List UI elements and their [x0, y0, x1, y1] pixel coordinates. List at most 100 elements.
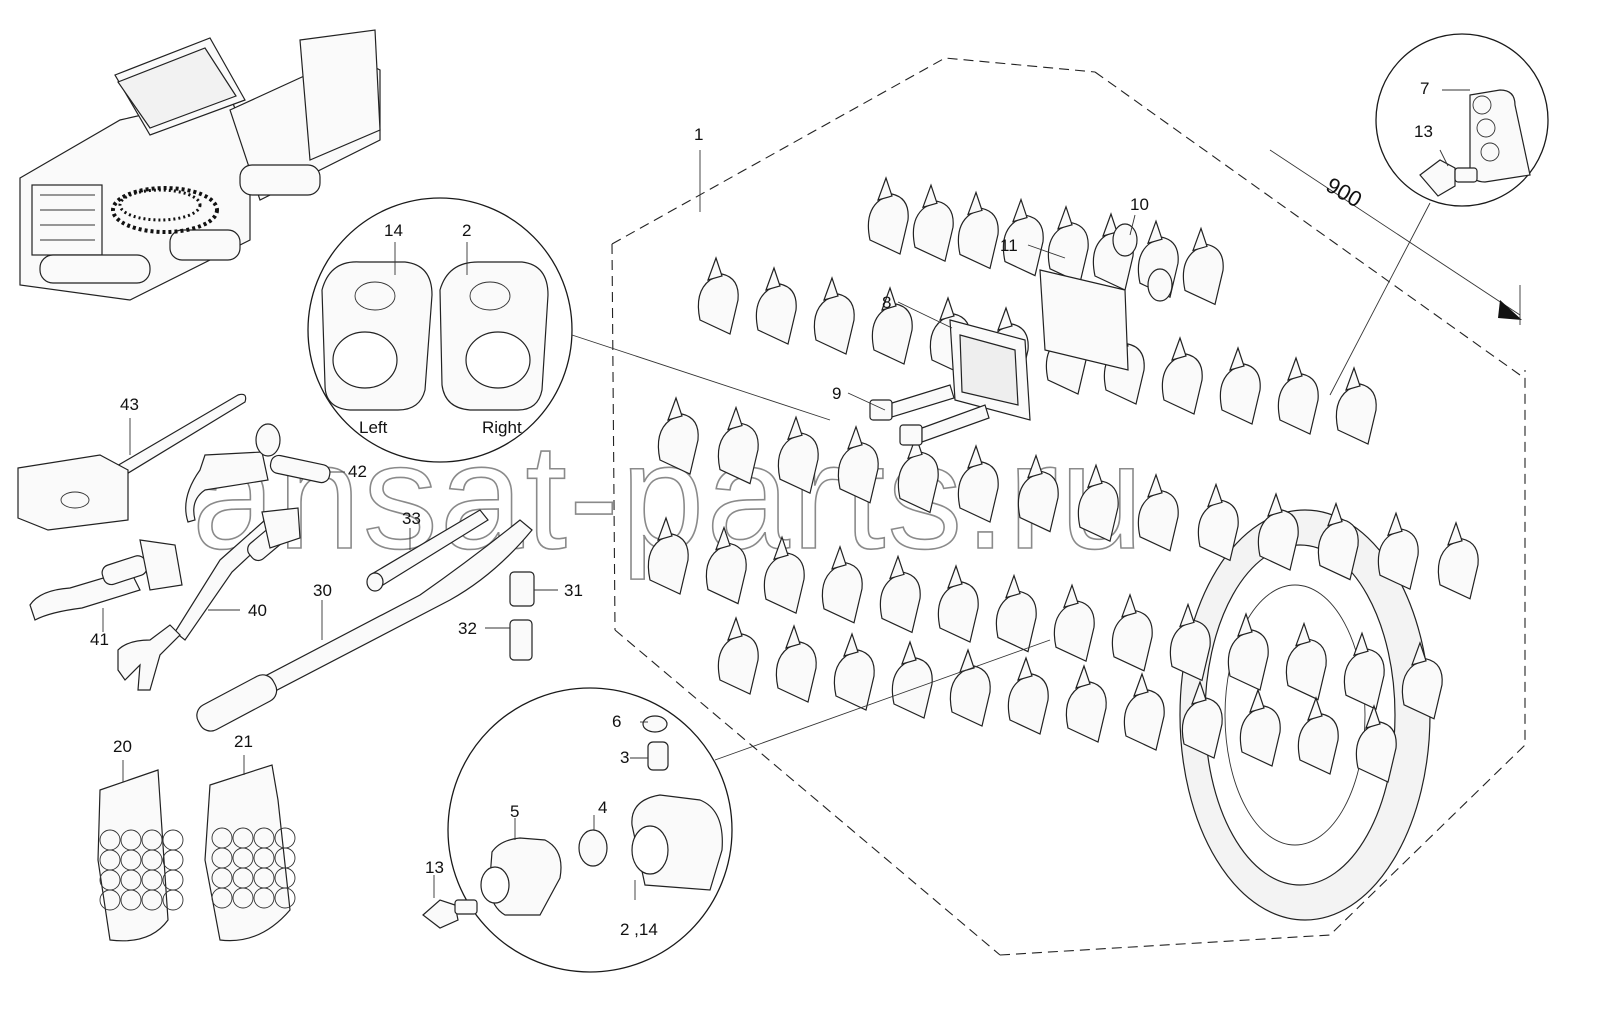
cutting-bit	[957, 461, 999, 523]
detail-circle-holders	[307, 197, 831, 463]
bit-tip	[1387, 511, 1403, 537]
bolt-9	[869, 384, 990, 446]
cutting-bit	[957, 207, 999, 270]
bit-tip	[901, 640, 917, 665]
ring	[162, 869, 184, 891]
bit-tip	[1237, 612, 1253, 637]
cutting-bit	[1317, 518, 1359, 581]
bit-tip	[1017, 656, 1033, 681]
bit-tip	[1353, 631, 1369, 657]
cutting-bit	[1437, 538, 1479, 600]
cutting-bit	[1297, 713, 1339, 775]
cutting-bit	[1002, 214, 1044, 277]
callout-4: 4	[598, 798, 607, 817]
bit-tip	[877, 176, 893, 201]
bit-tip	[773, 535, 789, 561]
cutting-bit	[949, 665, 991, 727]
ring	[141, 889, 163, 911]
cutting-bit	[697, 273, 739, 335]
cutting-bit	[1277, 373, 1319, 435]
drum-in-machine	[111, 186, 219, 234]
base-plate-11	[1039, 269, 1129, 371]
bag-21	[204, 755, 296, 942]
cutting-bit	[775, 641, 817, 703]
bit-tip	[967, 190, 983, 216]
callout-labels: 1 7 13 10 11 8 9 14 2 Left Right 43 42 3…	[90, 79, 1433, 939]
ring	[253, 887, 275, 909]
detail-circle-wear-plate	[1329, 33, 1549, 396]
cutting-bit	[813, 293, 855, 355]
wear-rings-10	[1112, 223, 1173, 302]
cutting-bit	[879, 571, 921, 634]
cutting-bit	[647, 533, 689, 595]
callout-21: 21	[234, 732, 253, 751]
cutting-drum	[647, 176, 1479, 921]
bit-tip	[1229, 346, 1245, 371]
cutting-bit	[1111, 610, 1153, 672]
adapter-32	[485, 619, 533, 661]
cutting-bit	[1355, 721, 1397, 783]
bit-tip	[1327, 501, 1343, 527]
cutting-bit	[1219, 363, 1261, 425]
bit-tip	[1057, 204, 1073, 230]
bit-tip	[939, 296, 955, 321]
callout-3: 3	[620, 748, 629, 767]
bit-tip	[715, 525, 731, 551]
callout-10: 10	[1130, 195, 1149, 214]
ring	[120, 889, 142, 911]
cutting-bit	[705, 542, 747, 605]
cutting-bit	[717, 633, 759, 695]
extractor-41	[29, 539, 183, 632]
socket-33	[366, 509, 489, 592]
bit-tip	[727, 405, 743, 431]
bit-tip	[881, 286, 897, 311]
dimension-label: 900	[1322, 172, 1366, 212]
cutting-bit	[777, 432, 819, 495]
bit-tip	[1087, 463, 1103, 489]
adapter-31	[509, 571, 558, 607]
bit-tip	[1075, 664, 1091, 689]
cutting-bit	[837, 442, 879, 504]
bit-tip	[1121, 592, 1137, 618]
cutting-bit	[867, 193, 909, 255]
bit-tip	[787, 415, 803, 441]
cutting-bit	[1007, 673, 1049, 735]
cutting-bit	[1285, 638, 1327, 701]
cutting-bit	[1017, 470, 1059, 533]
bit-tip	[1295, 621, 1311, 647]
callout-41: 41	[90, 630, 109, 649]
holder-plate-8	[949, 319, 1031, 421]
bag-20	[97, 760, 184, 942]
callout-30: 30	[313, 581, 332, 600]
cutting-bit	[1137, 490, 1179, 552]
bit-tip	[1207, 482, 1223, 508]
bit-tip	[947, 564, 963, 589]
bit-tip	[1249, 688, 1265, 713]
cutting-bit	[1077, 480, 1119, 543]
bit-tip	[1411, 640, 1427, 666]
bit-tip	[1365, 704, 1381, 729]
cutting-bit	[1227, 629, 1269, 691]
callout-31: 31	[564, 581, 583, 600]
bit-tip	[1147, 472, 1163, 498]
callout-14: 14	[384, 221, 403, 240]
cutting-bit	[871, 303, 913, 365]
cutting-bit	[1123, 689, 1165, 751]
callout-43: 43	[120, 395, 139, 414]
bit-tip	[1027, 453, 1043, 479]
ring	[99, 889, 121, 911]
bit-tip	[847, 424, 863, 450]
callout-7: 7	[1420, 79, 1429, 98]
bit-tip	[1012, 197, 1028, 223]
bit-tip	[1102, 212, 1118, 237]
cutting-bit	[912, 200, 954, 263]
ring	[162, 889, 184, 911]
bit-tip	[1179, 602, 1195, 628]
bit-tip	[967, 444, 983, 469]
callout-13-bottom: 13	[425, 858, 444, 877]
cutting-bit	[1343, 648, 1385, 711]
callout-33: 33	[402, 509, 421, 528]
bit-tip	[727, 616, 743, 641]
cutting-bit	[833, 649, 875, 711]
cutting-bit	[1239, 705, 1281, 767]
